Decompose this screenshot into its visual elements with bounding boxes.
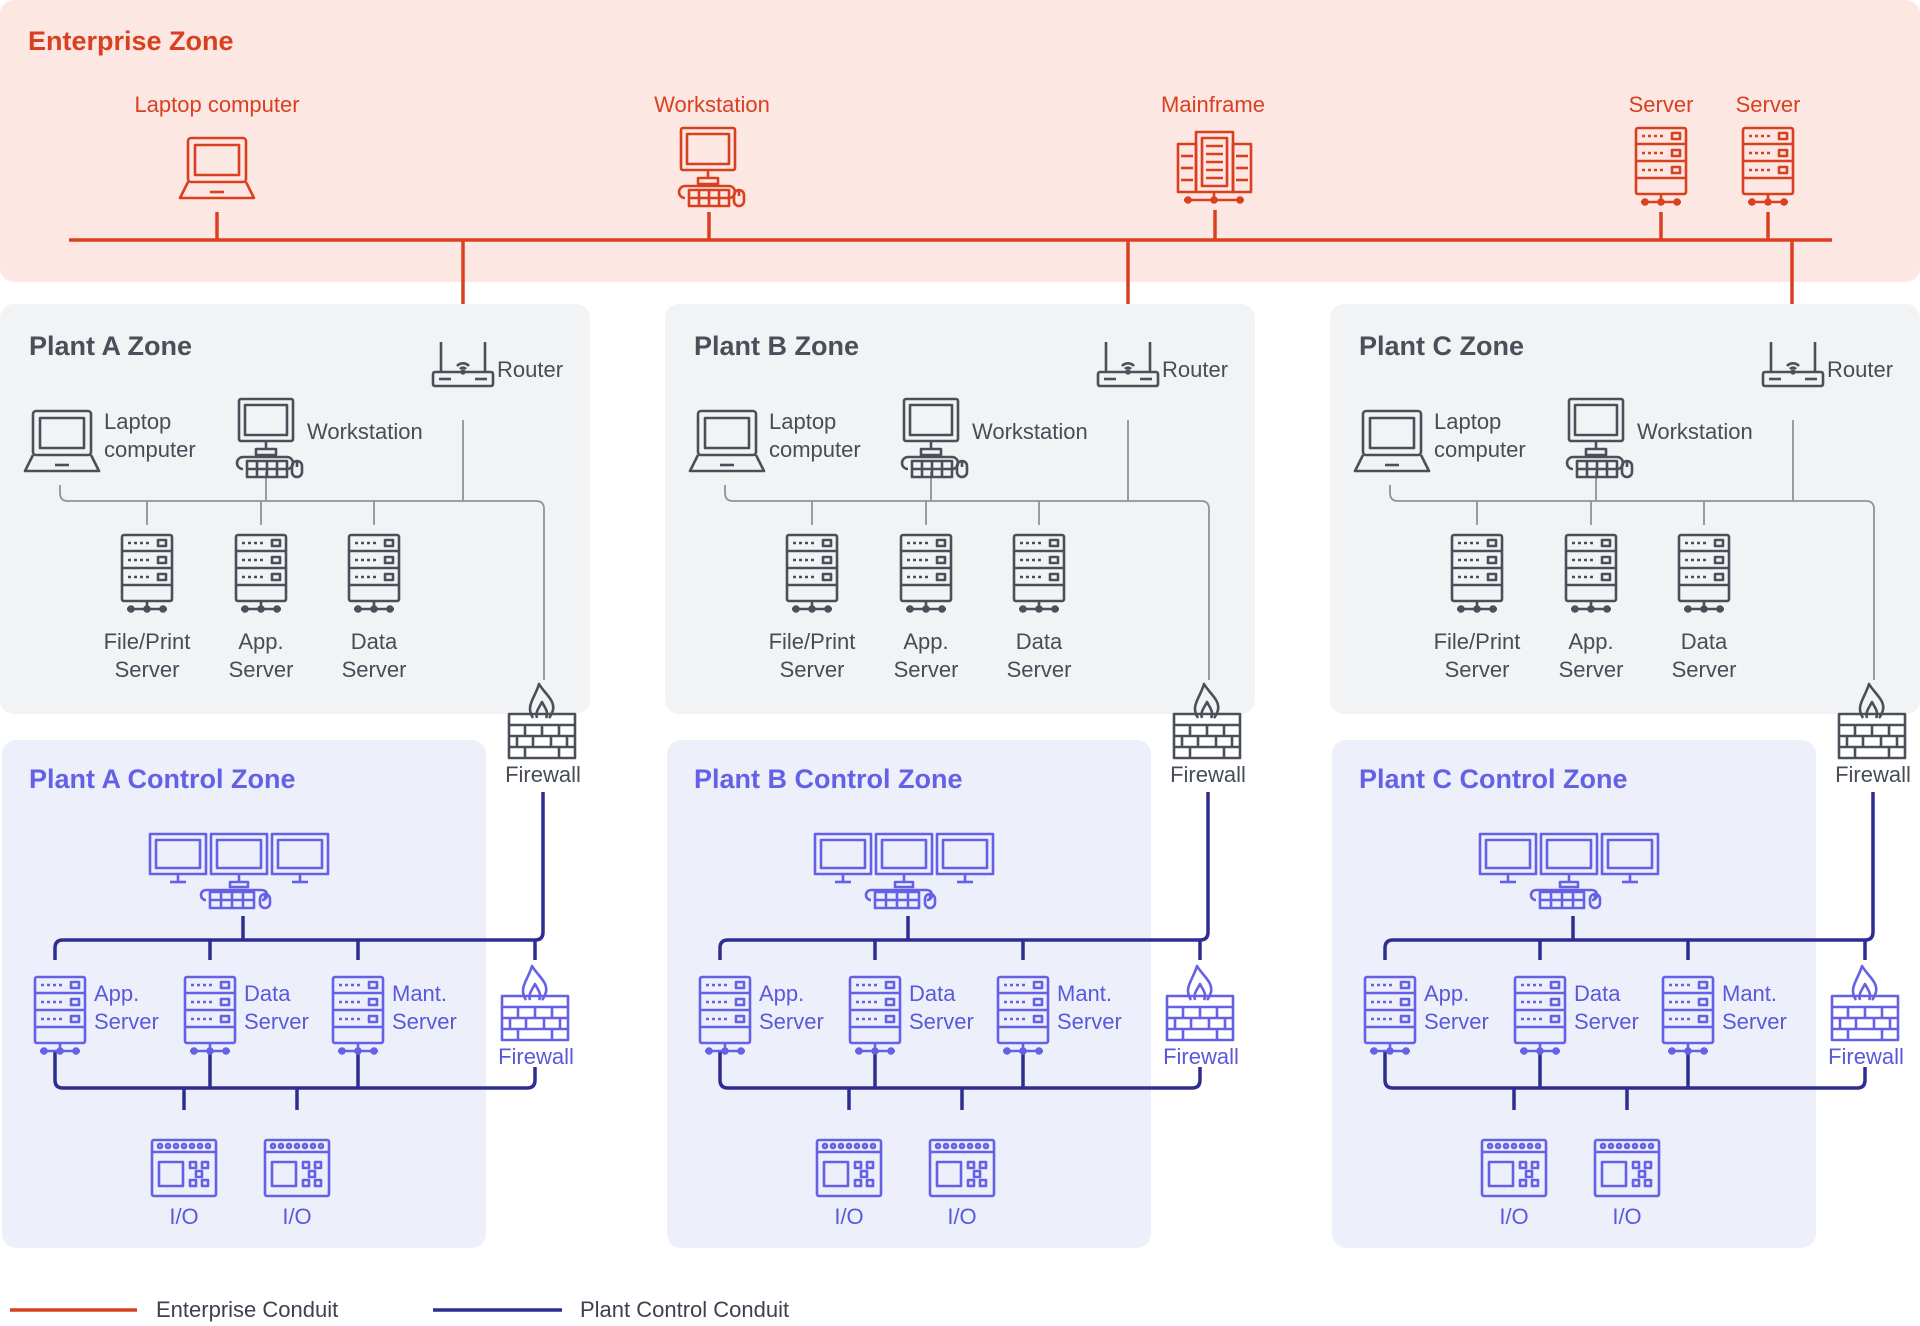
plant-a-control-server-2-label-line1: Data [244,981,291,1006]
plant-c-control-server-3-label-line1: Mant. [1722,981,1777,1006]
plant-c-io-1-label: I/O [1499,1204,1528,1229]
plant-b-laptop-label-line2: computer [769,437,861,462]
plant-b-control-conduit [718,792,1210,1110]
enterprise-zone: Enterprise Zone Laptop computer Workstat… [0,0,1920,328]
plant-a-lower-firewall-icon [500,964,570,1042]
plant-c-control-server-2-label-line2: Server [1574,1009,1639,1034]
plant-a-io-2-label: I/O [282,1204,311,1229]
enterprise-zone-background [0,0,1920,282]
plant-a-control-server-1-label-line2: Server [94,1009,159,1034]
plant-a-control-server-3-label-line1: Mant. [392,981,447,1006]
plant-c-upper-firewall-label: Firewall [1835,762,1911,787]
plant-c-control-server-1-label-line2: Server [1424,1009,1489,1034]
legend-enterprise-conduit: Enterprise Conduit [156,1297,338,1322]
plant-a-laptop-label-line2: computer [104,437,196,462]
plant-c-server-1-label-line2: Server [1445,657,1510,682]
plant-a-workstation-label: Workstation [307,419,423,444]
plant-b-zone-title: Plant B Zone [694,331,859,361]
plant-b-server-2-label-line1: App. [903,629,948,654]
plant-b-router-label: Router [1162,357,1228,382]
plant-c-control-conduit [1383,792,1875,1110]
plant-a-lower-firewall-label: Firewall [498,1044,574,1069]
plant-c-laptop-label-line2: computer [1434,437,1526,462]
plant-b-server-2-label-line2: Server [894,657,959,682]
plant-c-server-3-label-line1: Data [1681,629,1728,654]
plant-b-server-1-label-line2: Server [780,657,845,682]
plant-a-laptop-label-line1: Laptop [104,409,171,434]
plant-c-laptop-label-line1: Laptop [1434,409,1501,434]
plant-c-server-2-label-line2: Server [1559,657,1624,682]
plant-b-control-server-3-label-line2: Server [1057,1009,1122,1034]
plant-b-io-2-label: I/O [947,1204,976,1229]
plant-a-server-2-label-line1: App. [238,629,283,654]
plant-c-zone-title: Plant C Zone [1359,331,1524,361]
plant-c-lan [1389,420,1875,680]
enterprise-laptop-label: Laptop computer [134,92,299,117]
plant-a-control-server-3-label-line2: Server [392,1009,457,1034]
enterprise-zone-title: Enterprise Zone [28,26,234,56]
plant-c-server-3-label-line2: Server [1672,657,1737,682]
plant-b-control-zone-background [667,740,1151,1248]
plant-a-io-1-label: I/O [169,1204,198,1229]
plant-b-upper-firewall-label: Firewall [1170,762,1246,787]
plant-a-control-server-1-label-line1: App. [94,981,139,1006]
enterprise-workstation-label: Workstation [654,92,770,117]
plant-a-control-zone-title: Plant A Control Zone [29,764,295,794]
plant-c-control-server-1-label-line1: App. [1424,981,1469,1006]
plant-b-control-server-3-label-line1: Mant. [1057,981,1112,1006]
enterprise-server-2-label: Server [1736,92,1801,117]
plant-a-server-1-label-line2: Server [115,657,180,682]
plant-c-control-zone-background [1332,740,1816,1248]
plant-b-lower-firewall-label: Firewall [1163,1044,1239,1069]
plant-c-router-label: Router [1827,357,1893,382]
plant-a-upper-firewall-label: Firewall [505,762,581,787]
enterprise-server-1-label: Server [1629,92,1694,117]
plant-b-server-3-label-line2: Server [1007,657,1072,682]
plant-a-control-zone-background [2,740,486,1248]
plant-a-lan [59,420,545,680]
plant-b-laptop-label-line1: Laptop [769,409,836,434]
plant-b-server-3-label-line1: Data [1016,629,1063,654]
plant-c-server-2-label-line1: App. [1568,629,1613,654]
plant-c-lower-firewall-label: Firewall [1828,1044,1904,1069]
enterprise-mainframe-label: Mainframe [1161,92,1265,117]
plant-a-server-2-label-line2: Server [229,657,294,682]
plant-b-control-zone-title: Plant B Control Zone [694,764,962,794]
legend: Enterprise Conduit Plant Control Conduit [10,1297,789,1322]
plant-b-control-server-1-label-line1: App. [759,981,804,1006]
plant-a-control-conduit [53,792,545,1110]
plant-c-control-server-2-label-line1: Data [1574,981,1621,1006]
plant-c-workstation-label: Workstation [1637,419,1753,444]
plant-b-lower-firewall-icon [1165,964,1235,1042]
plant-b-server-1-label-line1: File/Print [769,629,856,654]
legend-plant-control-conduit: Plant Control Conduit [580,1297,789,1322]
plant-b-control-server-2-label-line2: Server [909,1009,974,1034]
plant-b-control-server-1-label-line2: Server [759,1009,824,1034]
plant-a-server-1-label-line1: File/Print [104,629,191,654]
plant-a-server-3-label-line1: Data [351,629,398,654]
plant-c-control-zone-title: Plant C Control Zone [1359,764,1627,794]
plant-c-lower-firewall-icon [1830,964,1900,1042]
plant-a-server-3-label-line2: Server [342,657,407,682]
plant-b-control-server-2-label-line1: Data [909,981,956,1006]
plant-a-control-server-2-label-line2: Server [244,1009,309,1034]
plant-b-workstation-label: Workstation [972,419,1088,444]
plant-b-io-1-label: I/O [834,1204,863,1229]
plant-c-io-2-label: I/O [1612,1204,1641,1229]
plant-a-zone-title: Plant A Zone [29,331,192,361]
plant-c-control-server-3-label-line2: Server [1722,1009,1787,1034]
plant-c-server-1-label-line1: File/Print [1434,629,1521,654]
plant-a-router-label: Router [497,357,563,382]
